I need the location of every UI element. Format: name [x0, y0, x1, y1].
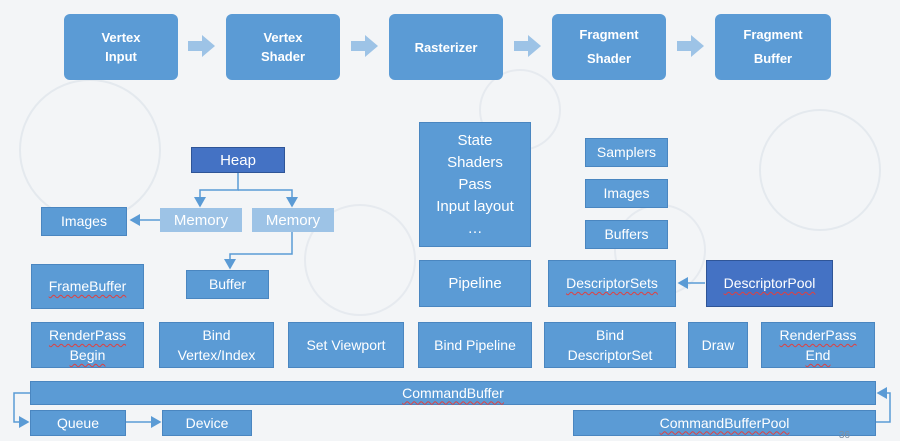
- memory-left-box: Memory: [160, 208, 242, 232]
- cmd-bind-pipeline: Bind Pipeline: [418, 322, 532, 368]
- descriptor-images-box: Images: [585, 179, 668, 208]
- descriptor-sets-box: DescriptorSets: [548, 260, 676, 307]
- stage-vertex-shader: Vertex Shader: [226, 14, 340, 80]
- memory-right-box: Memory: [252, 208, 334, 232]
- stage-arrow-3-icon: [514, 35, 541, 57]
- images-box: Images: [41, 207, 127, 236]
- cmd-renderpass-begin-label: RenderPass Begin: [48, 327, 127, 363]
- stage-fragment-buffer: Fragment Buffer: [715, 14, 831, 80]
- commandbuffer-to-queue-arrow: [13, 392, 30, 428]
- heap-to-memory-left-arrow: [194, 173, 239, 208]
- queue-box: Queue: [30, 410, 126, 436]
- framebuffer-box: FrameBuffer: [31, 264, 144, 309]
- cmd-draw: Draw: [688, 322, 748, 368]
- cmd-bind-vertex-index: Bind Vertex/Index: [159, 322, 274, 368]
- pipeline-state-box: State Shaders Pass Input layout …: [419, 122, 531, 247]
- buffer-box: Buffer: [186, 270, 269, 299]
- device-box: Device: [162, 410, 252, 436]
- command-buffer-bar: CommandBuffer: [30, 381, 876, 405]
- buffers-box: Buffers: [585, 220, 668, 249]
- stage-fragment-shader: Fragment Shader: [552, 14, 666, 80]
- descriptor-pool-box: DescriptorPool: [706, 260, 833, 307]
- cmd-renderpass-begin: RenderPass Begin: [31, 322, 144, 368]
- page-number: 36: [838, 430, 850, 441]
- stage-arrow-4-icon: [677, 35, 704, 57]
- cmd-bind-descriptorset: Bind DescriptorSet: [544, 322, 676, 368]
- pool-to-commandbuffer-arrow: [876, 387, 891, 423]
- stage-arrow-1-icon: [188, 35, 215, 57]
- command-buffer-pool-box: CommandBufferPool: [573, 410, 876, 436]
- stage-vertex-input: Vertex Input: [64, 14, 178, 80]
- heap-to-memory-right-arrow: [238, 189, 298, 208]
- heap-box: Heap: [191, 147, 285, 173]
- cmd-renderpass-end: RenderPass End: [761, 322, 875, 368]
- descriptor-pool-label: DescriptorPool: [723, 275, 816, 291]
- cmd-set-viewport: Set Viewport: [288, 322, 404, 368]
- stage-rasterizer: Rasterizer: [389, 14, 503, 80]
- samplers-box: Samplers: [585, 138, 668, 167]
- command-buffer-pool-label: CommandBufferPool: [659, 414, 790, 431]
- framebuffer-label: FrameBuffer: [48, 278, 127, 294]
- memory-to-buffer-arrow: [224, 232, 293, 270]
- cmd-renderpass-end-label: RenderPass End: [779, 327, 857, 363]
- cmd-bind-descriptorset-label: Bind DescriptorSet: [567, 327, 653, 363]
- descriptor-sets-label: DescriptorSets: [566, 275, 658, 291]
- pipeline-box: Pipeline: [419, 260, 531, 307]
- stage-arrow-2-icon: [351, 35, 378, 57]
- command-buffer-label: CommandBuffer: [402, 384, 504, 401]
